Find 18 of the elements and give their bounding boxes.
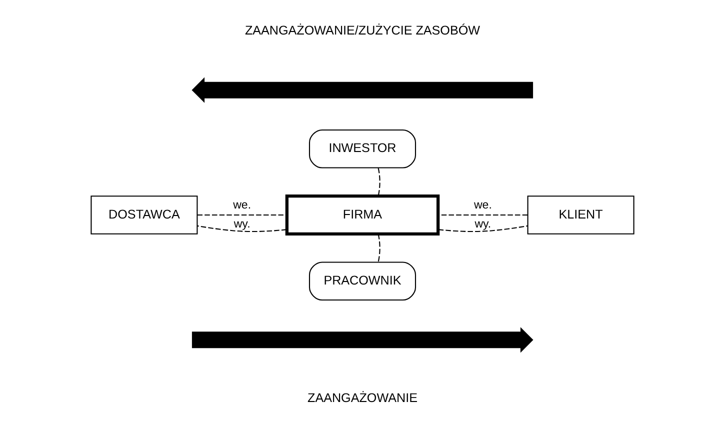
node-box: KLIENT [526,196,634,234]
label: ZAANGAŻOWANIE [307,390,417,405]
edge-label: we. [473,199,492,212]
connector [377,234,380,262]
connector [196,225,286,232]
edge-label: we. [232,199,251,212]
connector [438,225,528,232]
edge-label: wy. [474,218,491,230]
node-box: PRACOWNIK [308,262,416,301]
node-box: DOSTAWCA [90,196,198,234]
connector [377,168,380,196]
label: ZAANGAŻOWANIE/ZUŻYCIE ZASOBÓW [244,24,480,38]
node-arrow [191,77,533,103]
node-box: FIRMA [284,194,440,236]
connector [196,214,286,216]
edge-label: wy. [233,218,250,230]
node-arrow [191,327,533,353]
node-box: INWESTOR [308,129,416,168]
